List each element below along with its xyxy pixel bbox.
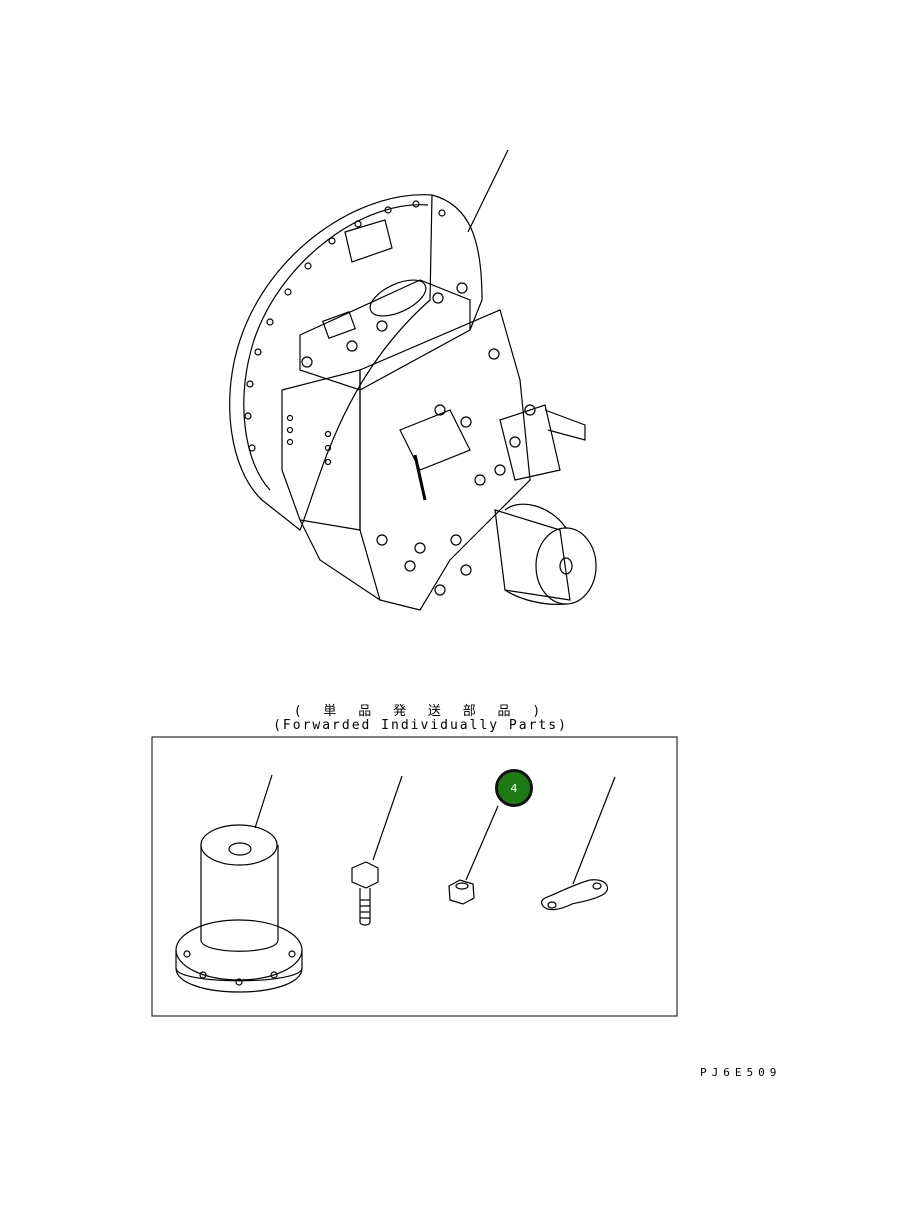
drawing-code: PJ6E509 <box>700 1066 782 1079</box>
nut-part <box>448 805 499 905</box>
body-left-face <box>281 369 361 531</box>
filter-top-edge <box>504 503 567 529</box>
mounting-tab <box>544 409 586 441</box>
bolt-part <box>351 775 403 926</box>
forwarded-parts-frame <box>151 736 678 1017</box>
filter-center-hole <box>559 557 573 575</box>
sleeve-flange-side <box>175 950 303 982</box>
control-lever <box>413 454 427 501</box>
sleeve-body <box>200 845 279 952</box>
body-lower-edge <box>299 519 381 601</box>
control-valve <box>399 409 471 471</box>
sleeve-leader-line <box>254 774 273 829</box>
flange-inner-rim <box>243 204 429 491</box>
sleeve-flange-top <box>175 919 303 981</box>
sleeve-top <box>200 824 278 866</box>
body-bolts <box>301 282 536 596</box>
nut-leader-line <box>465 805 499 881</box>
assembly-leader-line <box>467 149 509 233</box>
filter-end-cap <box>535 527 597 605</box>
body-main-face <box>359 309 531 611</box>
caption-english: (Forwarded Individually Parts) <box>273 718 568 733</box>
side-bracket <box>499 404 561 481</box>
valve-cover-port <box>369 279 427 317</box>
strap-leader-line <box>572 776 616 885</box>
callout-badge-4[interactable]: 4 <box>495 769 533 807</box>
flange-outline <box>229 194 433 531</box>
strap-bracket-part <box>540 776 616 911</box>
bolt-leader-line <box>372 775 403 861</box>
sleeve-flange-bottom <box>175 967 303 993</box>
bolt-head <box>351 861 379 889</box>
filter-body <box>494 509 571 601</box>
valve-cover-top <box>299 279 471 391</box>
transmission-assembly <box>229 149 597 611</box>
filter-bottom-edge <box>504 589 567 605</box>
callout-label: 4 <box>510 781 518 795</box>
valve-cover-plate <box>321 310 357 340</box>
strap-hole-right <box>592 882 602 890</box>
flanged-sleeve-part <box>175 774 303 993</box>
caption-japanese: ( 単 品 発 送 部 品 ) <box>293 704 548 719</box>
nut-outline <box>448 879 475 905</box>
flange-bolt-holes <box>244 200 446 452</box>
strap-hole-left <box>547 901 557 909</box>
housing-boss <box>344 219 393 263</box>
sleeve-bore <box>228 842 252 856</box>
bolt-shank <box>359 888 371 926</box>
flange-top-edge <box>431 194 483 331</box>
nut-hole <box>455 882 469 890</box>
strap-outline <box>540 879 609 911</box>
